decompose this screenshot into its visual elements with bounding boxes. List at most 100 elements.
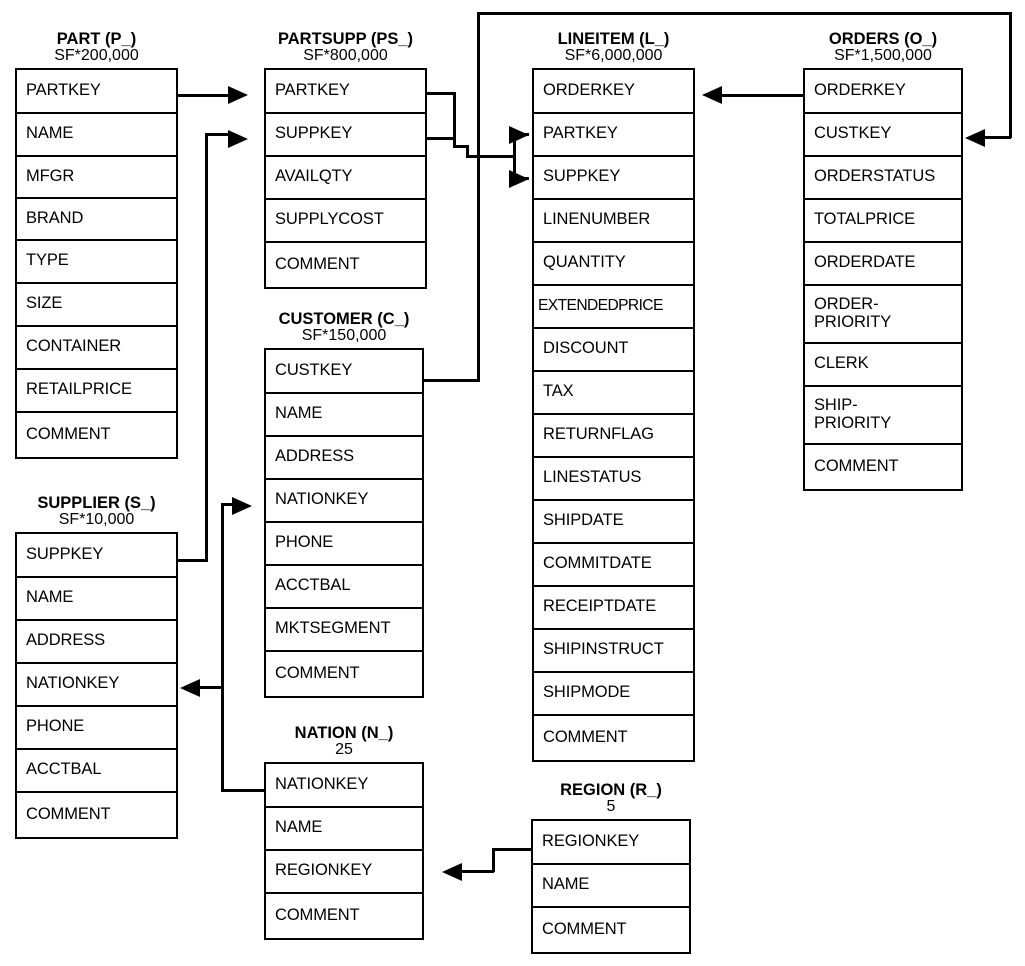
connector-supplier-suppkey-riser: [205, 133, 208, 561]
table-supplier: SUPPLIER (S_) SF*10,000 SUPPKEY NAME ADD…: [15, 494, 178, 839]
table-partsupp: PARTSUPP (PS_) SF*800,000 PARTKEY SUPPKE…: [264, 30, 427, 289]
table-nation-title: NATION (N_): [294, 724, 394, 742]
field-part-container: CONTAINER: [17, 327, 176, 370]
field-customer-mktsegment: MKTSEGMENT: [266, 609, 422, 652]
field-region-name: NAME: [533, 865, 689, 908]
field-supplier-nationkey: NATIONKEY: [17, 664, 176, 707]
connector-partsupp-partkey-drop: [453, 92, 456, 145]
field-lineitem-shipdate: SHIPDATE: [534, 501, 693, 544]
connector-customer-custkey-exit: [424, 379, 480, 382]
field-supplier-comment: COMMENT: [26, 804, 111, 823]
table-nation-box: NATIONKEY NAME REGIONKEY COMMENT: [264, 761, 424, 940]
connector-customer-custkey-riser: [477, 12, 480, 381]
connector-nation-to-customer: [221, 503, 233, 506]
field-lineitem-suppkey: SUPPKEY: [534, 157, 693, 200]
field-nation-nationkey: NATIONKEY: [266, 764, 422, 808]
field-supplier-address: ADDRESS: [17, 621, 176, 664]
table-customer-cardinality: SF*150,000: [301, 327, 387, 345]
connector-region-regionkey-exit: [492, 848, 532, 851]
table-nation: NATION (N_) 25 NATIONKEY NAME REGIONKEY …: [264, 724, 424, 940]
arrowhead-lineitem-orderkey: [702, 86, 722, 104]
field-orders-orderkey: ORDERKEY: [805, 70, 961, 114]
field-part-comment: COMMENT: [26, 424, 111, 443]
field-supplier-name: NAME: [17, 578, 176, 621]
field-nation-comment: COMMENT: [275, 905, 360, 924]
connector-supplier-to-partsupp: [205, 133, 231, 136]
field-part-brand: BRAND: [17, 199, 176, 241]
arrowhead-lineitem-suppkey: [509, 170, 529, 188]
table-supplier-box: SUPPKEY NAME ADDRESS NATIONKEY PHONE ACC…: [15, 531, 178, 839]
table-part-title: PART (P_): [56, 30, 137, 48]
field-region-regionkey: REGIONKEY: [533, 821, 689, 865]
connector-partsupp-fork-spine: [513, 133, 516, 179]
table-customer: CUSTOMER (C_) SF*150,000 CUSTKEY NAME AD…: [264, 310, 424, 698]
table-supplier-title: SUPPLIER (S_): [37, 494, 156, 512]
field-orders-orderstatus: ORDERSTATUS: [805, 157, 961, 200]
table-lineitem-title: LINEITEM (L_): [557, 30, 670, 48]
connector-nation-to-supplier: [200, 686, 223, 689]
field-region-comment: COMMENT: [542, 919, 627, 938]
field-lineitem-shipinstruct: SHIPINSTRUCT: [534, 630, 693, 673]
connector-customer-custkey-top: [477, 12, 1012, 15]
field-customer-nationkey: NATIONKEY: [266, 480, 422, 523]
field-lineitem-quantity: QUANTITY: [534, 243, 693, 286]
field-lineitem-returnflag: RETURNFLAG: [534, 415, 693, 458]
connector-supplier-suppkey-exit: [178, 559, 208, 562]
field-lineitem-tax: TAX: [534, 372, 693, 415]
field-part-mfgr: MFGR: [17, 157, 176, 199]
field-customer-address: ADDRESS: [266, 437, 422, 480]
table-region-cardinality: 5: [606, 798, 616, 816]
field-partsupp-supplycost: SUPPLYCOST: [266, 200, 425, 243]
field-lineitem-commitdate: COMMITDATE: [534, 544, 693, 587]
field-lineitem-receiptdate: RECEIPTDATE: [534, 587, 693, 630]
field-supplier-suppkey: SUPPKEY: [17, 534, 176, 578]
field-lineitem-linestatus: LINESTATUS: [534, 458, 693, 501]
table-region-title: REGION (R_): [560, 781, 662, 799]
arrowhead-partsupp-partkey: [228, 86, 248, 104]
connector-partsupp-merge: [453, 145, 468, 148]
arrowhead-orders-custkey: [965, 129, 985, 147]
arrowhead-partsupp-suppkey: [228, 130, 248, 148]
table-part-box: PARTKEY NAME MFGR BRAND TYPE SIZE CONTAI…: [15, 67, 178, 459]
table-orders-title: ORDERS (O_): [828, 30, 938, 48]
field-lineitem-comment: COMMENT: [543, 727, 628, 746]
field-customer-name: NAME: [266, 394, 422, 437]
table-part: PART (P_) SF*200,000 PARTKEY NAME MFGR B…: [15, 30, 178, 459]
connector-nation-nationkey-exit: [221, 789, 266, 792]
arrowhead-nation-regionkey: [442, 863, 462, 881]
field-partsupp-suppkey: SUPPKEY: [266, 114, 425, 157]
field-lineitem-discount: DISCOUNT: [534, 329, 693, 372]
arrowhead-customer-nationkey: [232, 497, 252, 515]
field-part-type: TYPE: [17, 241, 176, 284]
table-supplier-cardinality: SF*10,000: [58, 511, 135, 529]
field-orders-custkey: CUSTKEY: [805, 114, 961, 157]
table-customer-title: CUSTOMER (C_): [278, 310, 410, 328]
table-lineitem-box: ORDERKEY PARTKEY SUPPKEY LINENUMBER QUAN…: [532, 67, 695, 762]
table-nation-cardinality: 25: [335, 741, 353, 759]
field-nation-name: NAME: [266, 808, 422, 851]
field-orders-orderdate: ORDERDATE: [805, 243, 961, 286]
field-lineitem-linenumber: LINENUMBER: [534, 200, 693, 243]
connector-customer-to-orders: [985, 136, 1011, 139]
connector-partsupp-bus: [466, 155, 516, 158]
connector-partsupp-merge-drop: [466, 145, 469, 157]
table-orders-cardinality: SF*1,500,000: [834, 47, 932, 65]
field-partsupp-partkey: PARTKEY: [266, 70, 425, 114]
field-orders-clerk: CLERK: [805, 344, 961, 387]
table-partsupp-cardinality: SF*800,000: [303, 47, 388, 65]
field-lineitem-shipmode: SHIPMODE: [534, 673, 693, 716]
field-customer-custkey: CUSTKEY: [266, 350, 422, 394]
arrowhead-supplier-nationkey: [180, 679, 200, 697]
field-orders-totalprice: TOTALPRICE: [805, 200, 961, 243]
field-part-size: SIZE: [17, 284, 176, 327]
field-part-retailprice: RETAILPRICE: [17, 370, 176, 413]
field-customer-acctbal: ACCTBAL: [266, 566, 422, 609]
connector-partsupp-suppkey-out: [427, 137, 455, 140]
table-partsupp-title: PARTSUPP (PS_): [277, 30, 414, 48]
field-orders-comment: COMMENT: [814, 456, 899, 475]
field-lineitem-extendedprice: EXTENDEDPRICE: [534, 286, 693, 329]
field-partsupp-comment: COMMENT: [275, 254, 360, 273]
connector-nation-nationkey-spine: [221, 503, 224, 791]
connector-region-regionkey-drop: [492, 848, 495, 872]
